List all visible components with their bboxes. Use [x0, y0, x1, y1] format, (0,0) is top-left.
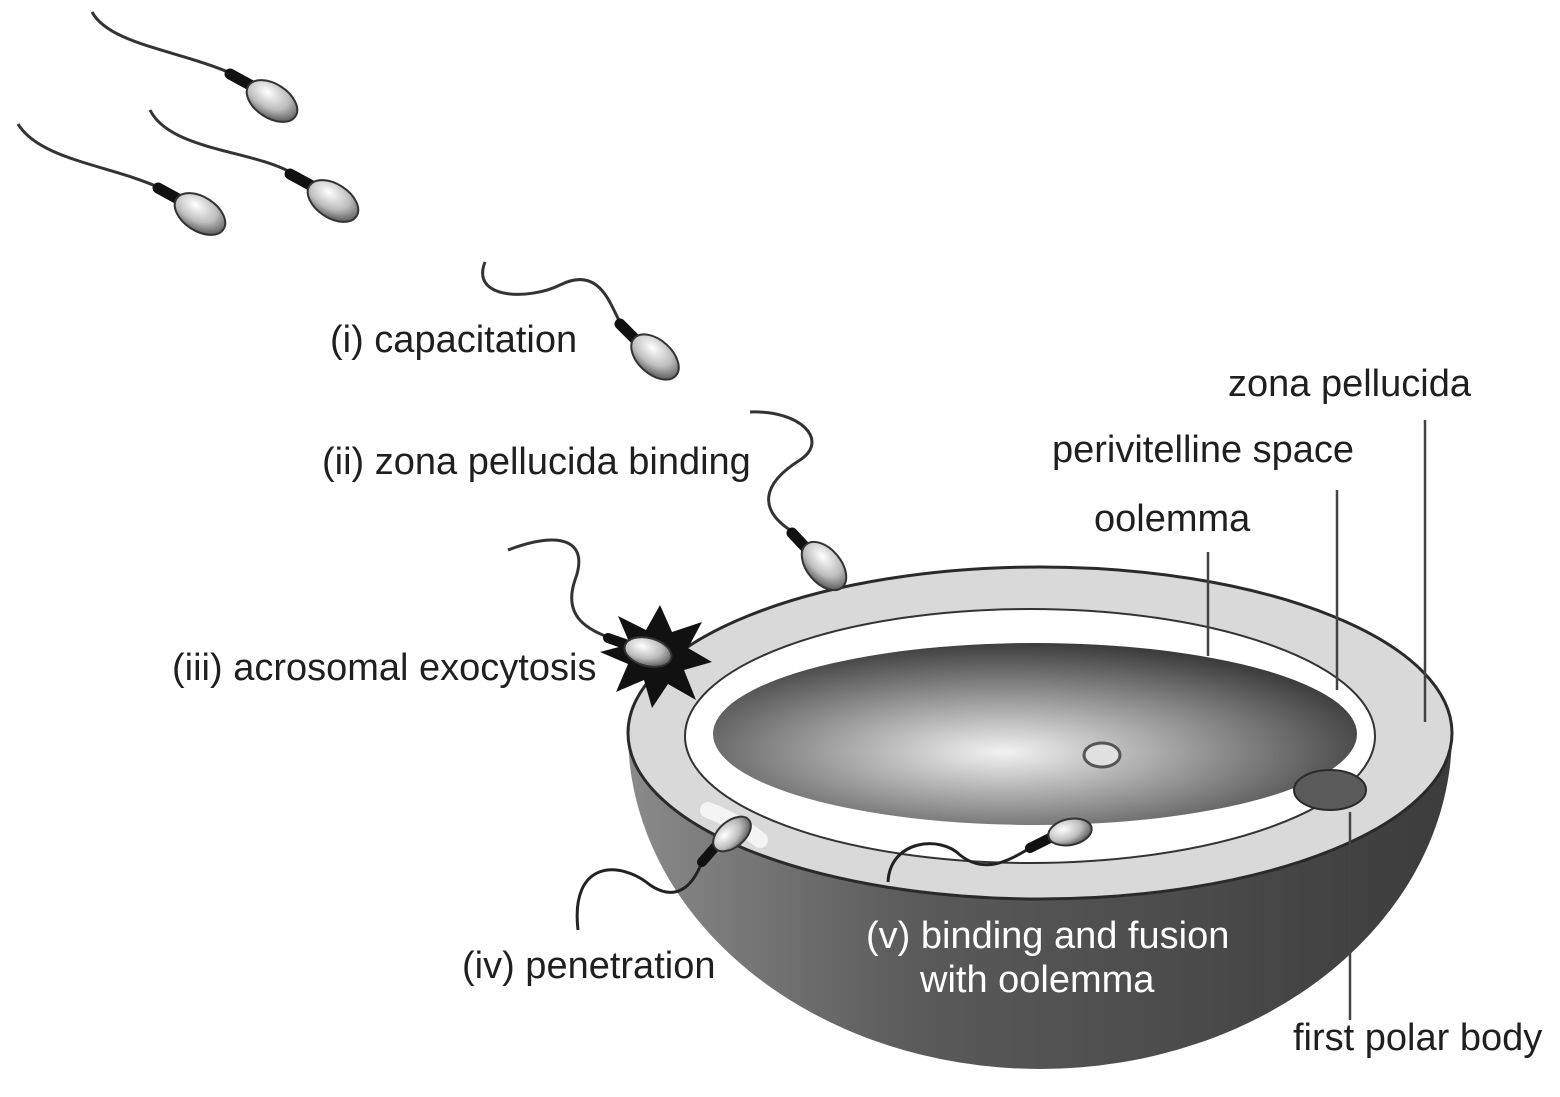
label-binding-fusion-line1: (v) binding and fusion [866, 914, 1229, 958]
label-zp-binding: (ii) zona pellucida binding [322, 440, 751, 484]
ooplasm [713, 643, 1357, 825]
label-zona-pellucida: zona pellucida [1228, 362, 1471, 406]
label-perivitelline-space: perivitelline space [1052, 428, 1354, 472]
label-capacitation: (i) capacitation [330, 318, 577, 362]
label-first-polar-body: first polar body [1293, 1016, 1542, 1060]
sperm-2 [18, 124, 233, 244]
sperm-nucleus-inside [1084, 743, 1120, 767]
sperm-zp-binding [750, 412, 855, 598]
label-acrosomal-exocytosis: (iii) acrosomal exocytosis [172, 646, 596, 690]
sperm-1 [92, 12, 305, 131]
label-binding-fusion-line2: with oolemma [920, 958, 1154, 1002]
first-polar-body [1294, 770, 1366, 810]
label-oolemma: oolemma [1094, 497, 1250, 541]
label-penetration: (iv) penetration [462, 944, 715, 988]
